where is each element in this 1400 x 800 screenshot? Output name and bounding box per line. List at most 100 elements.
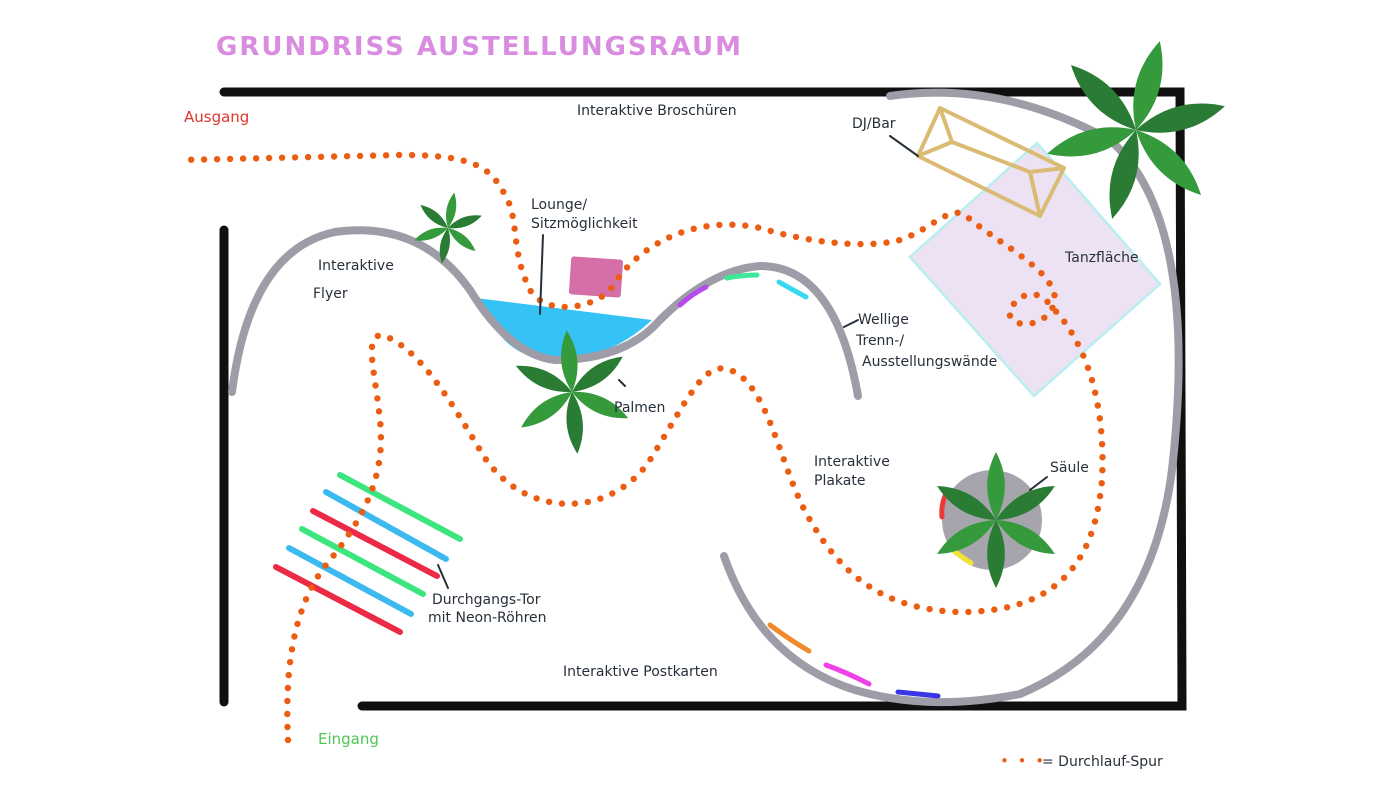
path-dot [654,444,661,452]
walls-label-line2: Trenn-/ [855,333,904,349]
leader-line-gate [437,564,449,589]
palms [414,41,1225,588]
posters-label-line1: Interaktive [814,454,890,470]
path-dot [1049,304,1056,311]
path-dot [965,215,973,222]
path-dot [455,411,462,419]
path-dot [545,498,553,505]
path-dot [1051,583,1058,590]
walkthrough-path [188,151,1106,744]
dance-floor-label: Tanzfläche [1064,250,1139,266]
path-dot [926,605,933,613]
path-dot [939,607,946,614]
path-dot [870,240,877,247]
path-dot [954,209,961,216]
path-dot [855,575,862,583]
path-dot [844,240,851,247]
path-dot [434,153,442,160]
path-dot [1028,596,1036,603]
palm-corner [1047,41,1225,219]
path-dot [469,434,476,441]
palm-leaf [439,228,450,264]
path-dot [598,293,605,300]
path-dot [472,161,480,169]
palm-leaf [448,228,476,252]
path-dot [304,153,312,161]
path-dot [352,520,359,527]
leader-line-walls [843,319,859,328]
path-dot [298,608,305,615]
path-dot [483,168,491,175]
path-dot [1094,402,1102,409]
path-dot [654,240,661,247]
path-dot [1091,518,1099,525]
walls-label-line3: Ausstellungswände [862,354,997,370]
path-dot [836,558,843,565]
path-dot [448,400,455,408]
path-dot [462,422,469,430]
path-dot [571,500,579,507]
postcards-label: Interaktive Postkarten [563,664,718,680]
path-dot [1038,270,1045,277]
path-dot [294,620,301,628]
path-dot [369,152,377,159]
path-dot [278,154,286,161]
path-dot [521,490,528,497]
path-dot [1016,320,1023,327]
path-dot [505,200,513,207]
path-dot [510,483,517,490]
path-dot [729,221,736,228]
path-dot [742,222,749,229]
palm-leaf [1136,130,1202,196]
path-dot [1016,600,1023,608]
leader-line-palms [618,379,626,387]
path-dot [976,223,983,230]
path-dot [1018,253,1025,260]
path-dot [527,287,534,295]
path-dot [370,369,377,376]
path-dot [678,229,685,236]
path-dot [338,541,345,549]
palm-leaf [987,520,1005,588]
wavy-wall-left [228,226,862,400]
palm-leaf [1047,127,1136,157]
path-dot [291,633,298,640]
path-dot [913,603,920,610]
path-dot [314,573,322,580]
path-dot [1068,329,1075,336]
path-dot [574,302,581,309]
path-dot [705,370,712,377]
path-dot [1098,480,1105,487]
path-dot [827,548,835,555]
path-dot [630,475,637,483]
column-accent-red [939,493,948,520]
palm-leaf [561,330,578,392]
path-dot [667,422,674,429]
path-dot [447,154,455,162]
palm-leaf [572,391,629,419]
path-dot [767,227,774,235]
dj-bar-detail [1028,171,1042,217]
palm-leaf [996,520,1055,554]
legend: • • • = Durchlauf-Spur [1000,752,1163,770]
path-dot [919,226,926,233]
path-dot [800,504,807,511]
path-dot [533,495,540,502]
path-dot [1046,280,1053,287]
lounge-label-line2: Sitzmöglichkeit [531,216,638,232]
path-dot [896,237,903,244]
path-dot [986,230,993,238]
path-dot [761,407,769,415]
path-dot [771,431,779,439]
path-dot [408,151,416,159]
palms-label: Palmen [614,400,665,416]
path-dot [375,459,383,467]
path-dot [395,151,403,159]
path-dot [888,595,896,602]
path-dot [643,247,650,254]
path-dot [226,155,234,163]
path-dot [302,596,310,603]
path-dot [755,396,763,403]
path-dot [883,239,890,246]
path-dot [441,390,448,397]
